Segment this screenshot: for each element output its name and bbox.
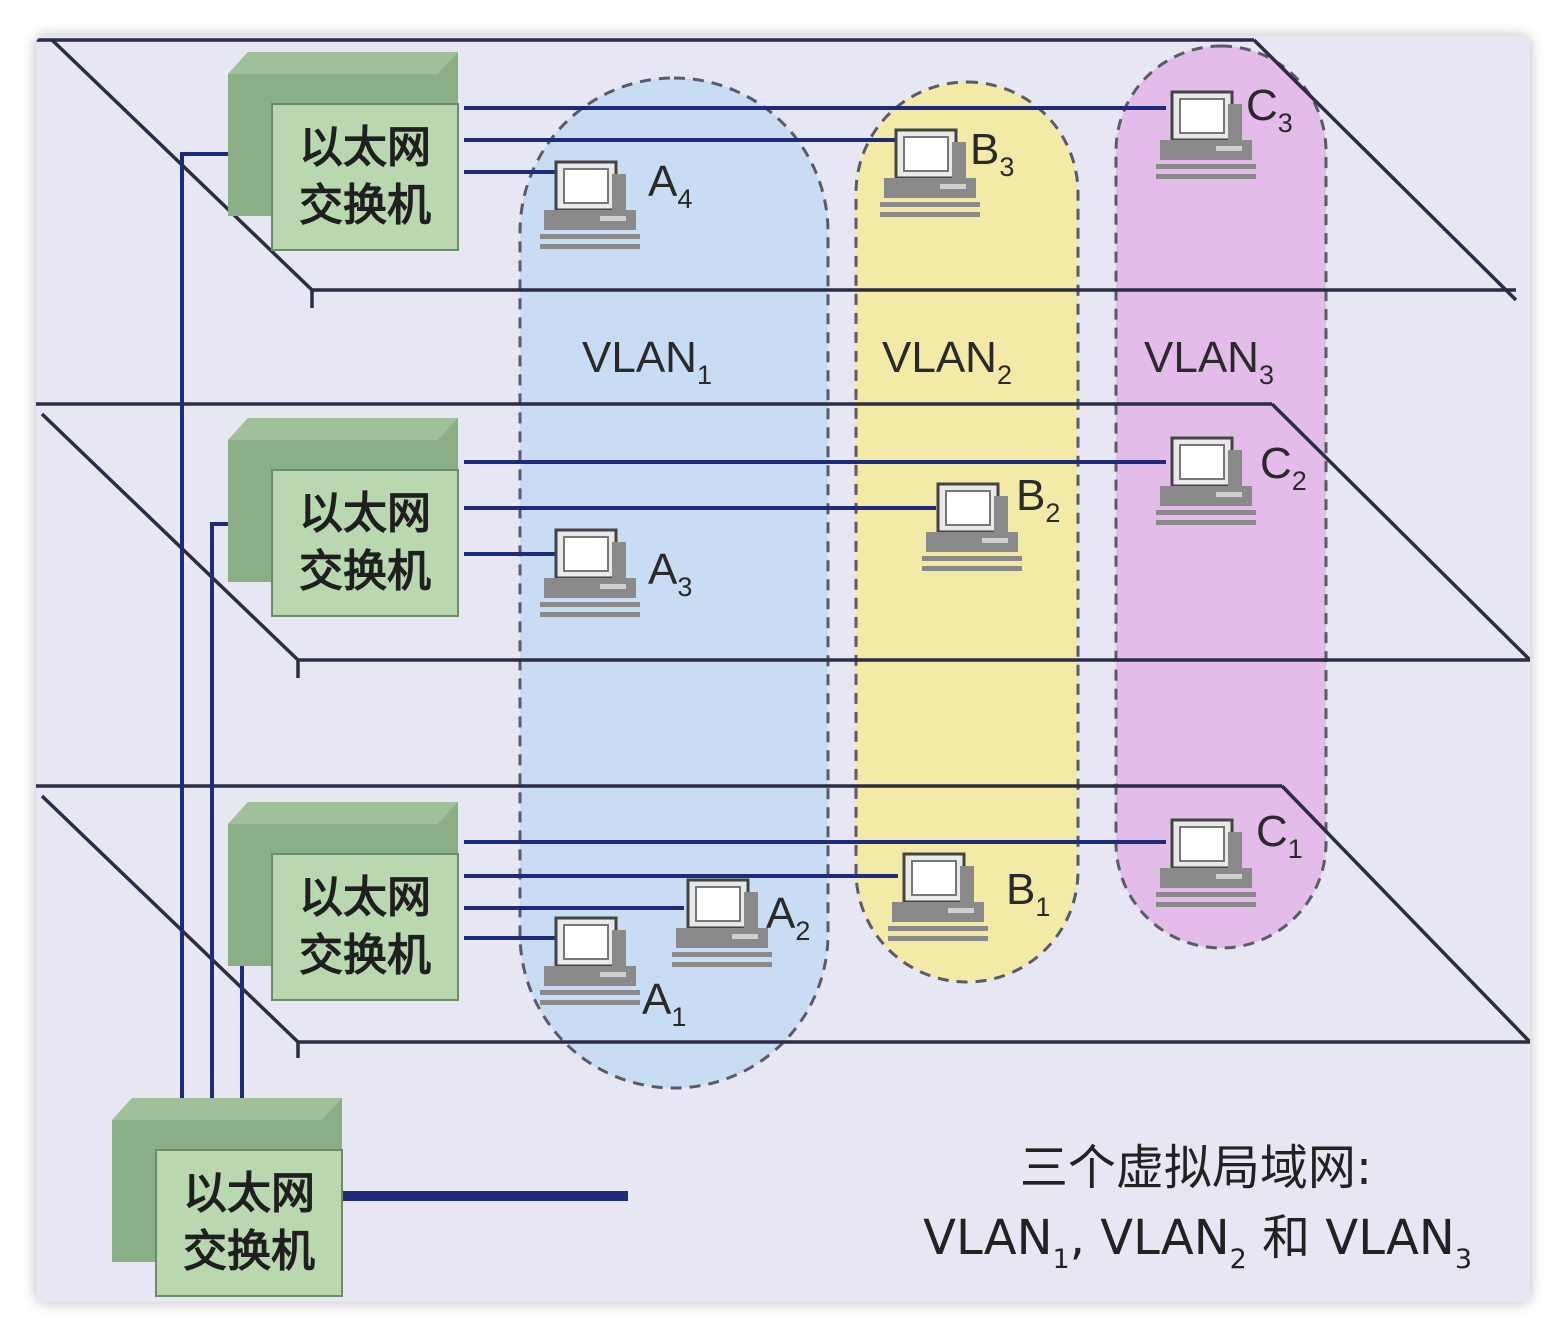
- host-label-b3: B3: [970, 125, 1014, 182]
- diagram-frame: 以太网 交换机 以太网 交换机 以太网 交换机 以太网 交换机: [36, 36, 1530, 1302]
- building-floors: [36, 38, 1530, 1058]
- host-label-a4: A4: [648, 157, 692, 214]
- computer-b3-icon: [878, 128, 982, 219]
- caption-line1: 三个虚拟局域网:: [1020, 1140, 1372, 1196]
- vlan3-label: VLAN3: [1144, 333, 1274, 390]
- vlan2-label: VLAN2: [882, 333, 1012, 390]
- switches: 以太网 交换机 以太网 交换机 以太网 交换机 以太网 交换机: [111, 51, 459, 1297]
- switch-label-line1: 以太网: [299, 872, 431, 923]
- host-label-b1: B1: [1006, 865, 1050, 922]
- computer-c2-icon: [1154, 436, 1258, 527]
- switch-label-line2: 交换机: [299, 546, 431, 597]
- switch-floor-1: 以太网 交换机: [227, 801, 459, 1001]
- vlan1-region: [518, 76, 830, 1090]
- caption: 三个虚拟局域网: VLAN1, VLAN2 和 VLAN3: [923, 1140, 1472, 1275]
- host-label-a3: A3: [648, 545, 692, 602]
- host-label-c1: C1: [1256, 807, 1303, 864]
- floor-3: [36, 38, 1518, 308]
- computer-a2-icon: [670, 878, 774, 969]
- computer-a3-icon: [538, 528, 642, 619]
- host-label-a2: A2: [766, 889, 810, 946]
- computer-c3-icon: [1154, 90, 1258, 181]
- vlan-diagram: 以太网 交换机 以太网 交换机 以太网 交换机 以太网 交换机: [36, 38, 1530, 1297]
- switch-label-line2: 交换机: [299, 180, 431, 231]
- vlan1-label: VLAN1: [582, 333, 712, 390]
- computer-c1-icon: [1154, 818, 1258, 909]
- switch-label-line2: 交换机: [183, 1226, 315, 1277]
- switch-label-line1: 以太网: [299, 122, 431, 173]
- host-label-a1: A1: [642, 975, 686, 1032]
- host-label-c3: C3: [1246, 81, 1293, 138]
- switch-main: 以太网 交换机: [111, 1097, 343, 1297]
- switch-floor-3: 以太网 交换机: [227, 51, 459, 251]
- host-label-b2: B2: [1016, 471, 1060, 528]
- floor-1: [36, 784, 1530, 1058]
- network-links: [180, 106, 1166, 1201]
- computer-b1-icon: [886, 852, 990, 943]
- floor-2: [36, 402, 1530, 678]
- vlan-labels: VLAN1 VLAN2 VLAN3: [582, 333, 1274, 390]
- computer-a4-icon: [538, 160, 642, 251]
- caption-line2: VLAN1, VLAN2 和 VLAN3: [923, 1210, 1472, 1275]
- switch-label-line1: 以太网: [183, 1168, 315, 1219]
- host-label-c2: C2: [1260, 439, 1307, 496]
- computer-a1-icon: [538, 916, 642, 1007]
- host-labels: A4 A3 A2 A1 B3 B2 B1 C3 C2 C1: [642, 81, 1307, 1032]
- vlan-regions: [518, 44, 1328, 1090]
- computer-b2-icon: [920, 482, 1024, 573]
- switch-label-line2: 交换机: [299, 930, 431, 981]
- switch-floor-2: 以太网 交换机: [227, 417, 459, 617]
- switch-label-line1: 以太网: [299, 488, 431, 539]
